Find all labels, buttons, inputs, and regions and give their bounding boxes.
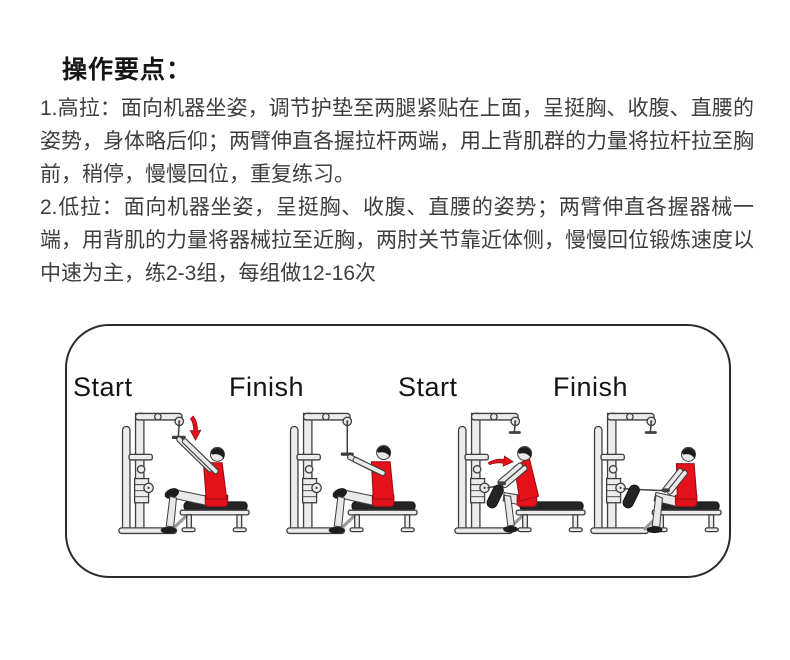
figure-label-high-pull-start: Start [73,372,133,402]
exercise-diagram-box: Start Finish Start Finish [65,324,731,578]
athlete-figure [160,436,229,534]
athlete-figure [646,446,698,534]
athlete-figure [497,445,540,533]
figure-label-low-pull-start: Start [398,372,458,402]
instruction-paragraph-low-pull: 2.低拉：面向机器坐姿，呈挺胸、收腹、直腰的姿势；两臂伸直各握器械一端，用背肌的… [40,196,754,285]
machine-frame [117,411,251,536]
page-title: 操作要点： [62,56,193,84]
machine-frame [285,411,419,536]
machine-illustration-high-pull-start [117,411,251,536]
idle-bar [644,431,657,434]
instruction-text: 1.高拉：面向机器坐姿，调节护垫至两腿紧贴在上面，呈挺胸、收腹、直腰的姿势，身体… [40,92,754,290]
athlete-figure [328,445,395,534]
figure-label-low-pull-finish: Finish [553,372,629,402]
machine-illustration-low-pull-start [453,411,587,536]
lever-pad [486,484,504,509]
machine-illustration-high-pull-finish [285,411,419,536]
lever-pad [622,484,640,509]
cable [177,421,181,437]
down-arrow-icon [189,415,202,441]
figure-label-high-pull-finish: Finish [229,372,305,402]
instruction-paragraph-high-pull: 1.高拉：面向机器坐姿，调节护垫至两腿紧贴在上面，呈挺胸、收腹、直腰的姿势，身体… [40,97,754,186]
machine-illustration-low-pull-finish [589,411,723,536]
idle-bar [508,431,521,434]
upper-cable [513,421,517,433]
right-arrow-icon [487,455,514,467]
upper-cable [649,421,653,433]
